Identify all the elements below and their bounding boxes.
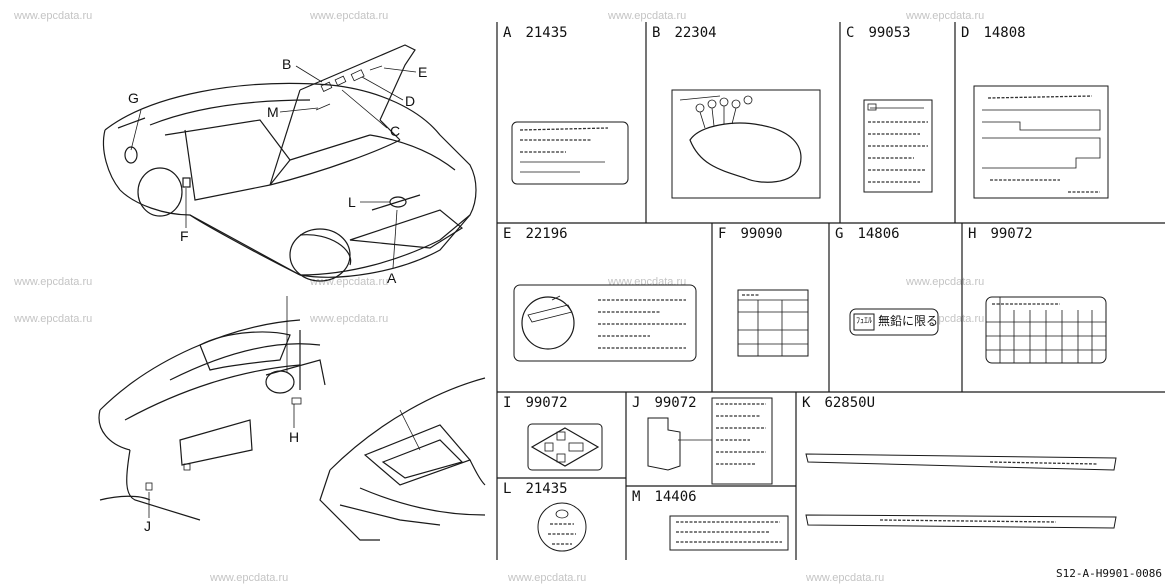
dashboard-drawing: [98, 296, 326, 521]
callout-b: B: [282, 56, 292, 72]
part-number: 99072: [654, 395, 697, 411]
label-m-drawing: [669, 515, 789, 551]
part-number: 22304: [674, 25, 717, 41]
label-c-drawing: [863, 99, 933, 193]
label-cell-e: E 22196: [497, 223, 712, 392]
label-cell-j: J 99072: [626, 392, 796, 486]
label-cell-h: H 99072: [962, 223, 1165, 392]
callout-d: D: [405, 93, 416, 109]
label-cell-m: M 14406: [626, 486, 796, 560]
diagram-code: S12-A-H9901-0086: [1056, 567, 1162, 580]
watermark: www.epcdata.ru: [310, 313, 389, 325]
cell-letter: J: [632, 395, 641, 411]
label-e-drawing: [513, 284, 697, 362]
callout-f: F: [180, 228, 189, 244]
watermark: www.epcdata.ru: [906, 276, 985, 288]
cell-letter: G: [835, 226, 844, 242]
label-k-drawing: [805, 453, 1117, 529]
watermark: www.epcdata.ru: [508, 572, 587, 584]
part-number: 22196: [525, 226, 568, 242]
label-cell-l: L 21435: [497, 478, 626, 560]
cell-letter: I: [503, 395, 512, 411]
watermark: www.epcdata.ru: [310, 276, 389, 288]
part-number: 21435: [525, 25, 568, 41]
part-number: 99053: [868, 25, 911, 41]
front-hood-drawing: [319, 377, 486, 541]
callout-l: L: [348, 194, 356, 210]
callout-g: G: [128, 90, 139, 106]
label-h-drawing: [985, 296, 1107, 364]
callout-c: C: [390, 123, 401, 139]
part-number: 99072: [525, 395, 568, 411]
part-number: 21435: [525, 481, 568, 497]
label-cell-d: D 14808: [955, 22, 1165, 223]
callout-j: J: [144, 518, 151, 534]
cell-letter: F: [718, 226, 727, 242]
label-cell-g: G 14806: [829, 223, 962, 392]
label-g-text: 無鉛に限る: [878, 314, 939, 328]
label-cell-a: A 21435: [497, 22, 646, 223]
label-a-drawing: [511, 121, 629, 185]
callout-a: A: [387, 270, 397, 286]
watermark: www.epcdata.ru: [14, 10, 93, 22]
cell-letter: D: [961, 25, 970, 41]
part-number: 62850U: [824, 395, 876, 411]
label-cell-k: K 62850U: [796, 392, 1165, 560]
label-b-drawing: [671, 89, 821, 199]
label-cell-i: I 99072: [497, 392, 626, 478]
cell-letter: E: [503, 226, 512, 242]
watermark: www.epcdata.ru: [14, 313, 93, 325]
watermark: www.epcdata.ru: [210, 572, 289, 584]
label-cell-f: F 99090: [712, 223, 829, 392]
label-d-drawing: [973, 85, 1109, 199]
part-number: 14808: [983, 25, 1026, 41]
watermark: www.epcdata.ru: [608, 10, 687, 22]
part-number: 99072: [990, 226, 1033, 242]
watermark: www.epcdata.ru: [806, 572, 885, 584]
label-cell-c: C 99053: [840, 22, 955, 223]
car-overview-drawing: [102, 44, 477, 282]
label-j-drawing: [647, 397, 773, 485]
label-i-drawing: [527, 423, 603, 471]
watermark: www.epcdata.ru: [14, 276, 93, 288]
cell-letter: A: [503, 25, 512, 41]
watermark: www.epcdata.ru: [906, 10, 985, 22]
cell-letter: L: [503, 481, 512, 497]
part-number: 14406: [654, 489, 697, 505]
label-l-drawing: [537, 502, 587, 552]
cell-letter: B: [652, 25, 661, 41]
label-g-drawing: [849, 308, 939, 336]
callout-m: M: [267, 104, 279, 120]
cell-letter: M: [632, 489, 641, 505]
callout-e: E: [418, 64, 428, 80]
part-number: 14806: [857, 226, 900, 242]
cell-letter: C: [846, 25, 855, 41]
watermark: www.epcdata.ru: [310, 10, 389, 22]
callout-h: H: [289, 429, 300, 445]
label-cell-b: B 22304: [646, 22, 840, 223]
label-f-drawing: [737, 289, 809, 357]
cell-letter: H: [968, 226, 977, 242]
cell-letter: K: [802, 395, 811, 411]
label-g-badge: ﾌｭｴﾙ: [856, 316, 872, 325]
part-number: 99090: [740, 226, 783, 242]
